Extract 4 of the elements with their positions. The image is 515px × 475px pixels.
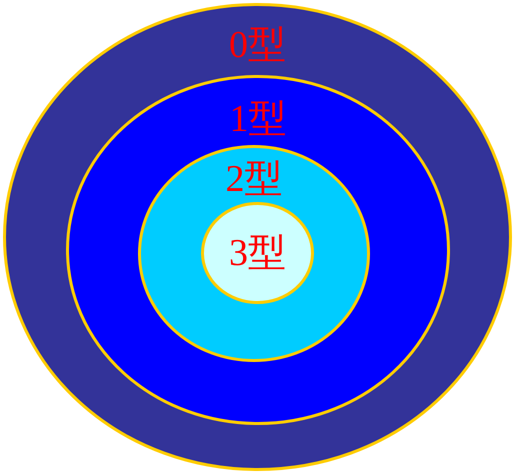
ellipse-label: 1型 <box>230 99 286 139</box>
ellipse-label: 2型 <box>226 159 282 199</box>
ellipse-label: 0型 <box>229 25 286 65</box>
ellipse-label: 3型 <box>229 233 286 273</box>
